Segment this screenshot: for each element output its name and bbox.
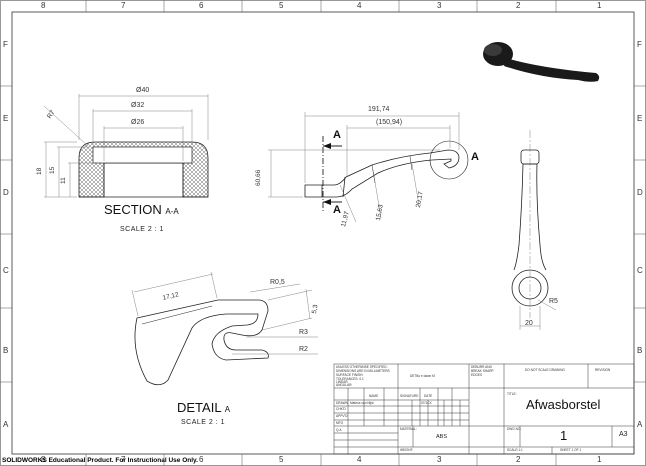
- drawing-title: Afwasborstel: [526, 397, 601, 412]
- side-view: [511, 130, 557, 330]
- tb-note-6: ANGULAR:: [336, 383, 353, 387]
- zone-bottom-1: 1: [597, 455, 602, 464]
- zone-bottom-8: 8: [41, 455, 46, 464]
- zone-right-F: F: [637, 40, 642, 49]
- tb-no-scale: DO NOT SCALE DRAWING: [525, 368, 565, 372]
- zone-top-4: 4: [357, 1, 362, 10]
- tb-row-drawn: DRAWN: [336, 401, 348, 405]
- tb-revision: REVISION: [595, 368, 611, 372]
- dim-diameter-32: Ø32: [131, 102, 145, 109]
- dim-height-11: 11: [60, 177, 67, 184]
- zone-right-B: B: [637, 346, 643, 355]
- detail-callout-letter: A: [471, 151, 479, 163]
- zone-right-A: A: [637, 420, 643, 429]
- tb-dwg-no: 1: [560, 428, 568, 443]
- tb-row-chkd: CHK'D: [336, 407, 346, 411]
- section-view: [43, 94, 209, 198]
- dim-length-191: 191,74: [368, 106, 390, 113]
- section-scale: SCALE 2 : 1: [120, 226, 165, 233]
- dim-height-60: 60,66: [255, 169, 262, 186]
- zone-right-D: D: [637, 188, 643, 197]
- zone-top-5: 5: [279, 1, 284, 10]
- section-title: SECTION A-A: [104, 202, 179, 217]
- zone-bottom-5: 5: [279, 455, 284, 464]
- zone-top-2: 2: [516, 1, 521, 10]
- dim-radius-5: R5: [549, 298, 558, 305]
- zone-bottom-3: 3: [437, 455, 442, 464]
- zone-left-C: C: [3, 266, 9, 275]
- zone-right-C: C: [637, 266, 643, 275]
- tb-finish: DE7Bo e dawn M: [410, 374, 435, 378]
- zone-left-E: E: [3, 114, 9, 123]
- dim-radius-2: R2: [299, 346, 308, 353]
- tb-note-2: DIMENSIONS ARE IN MILLIMETERS: [336, 369, 390, 373]
- tb-row-appvd: APPV'D: [336, 414, 348, 418]
- dim-diameter-26: Ø26: [131, 119, 145, 126]
- tb-sheet-label: SHEET 1 OF 1: [560, 448, 582, 452]
- zone-right-E: E: [637, 114, 643, 123]
- tb-dwg-label: DWG NO.: [507, 427, 522, 431]
- tb-row-qa: Q.A: [336, 428, 342, 432]
- detail-view: [131, 271, 318, 386]
- zone-top-8: 8: [41, 1, 46, 10]
- tb-note-1: UNLESS OTHERWISE SPECIFIED:: [336, 365, 388, 369]
- tb-material-label: MATERIAL:: [400, 427, 417, 431]
- zone-top-3: 3: [437, 1, 442, 10]
- tb-deburr-3: EDGES: [471, 373, 483, 377]
- tb-weight-label: WEIGHT:: [400, 448, 414, 452]
- tb-scale-label: SCALE:1:1: [507, 448, 523, 452]
- tb-drawn-name: Mateus van Nijst: [350, 401, 374, 405]
- zone-bottom-4: 4: [357, 455, 362, 464]
- isometric-view: [483, 42, 600, 82]
- dim-diameter-40: Ø40: [136, 87, 150, 94]
- zone-bottom-6: 6: [199, 455, 204, 464]
- educational-watermark: SOLIDWORKS Educational Product. For Inst…: [2, 457, 198, 464]
- tb-note-5: LINEAR:: [336, 380, 349, 384]
- tb-note-3: SURFACE FINISH:: [336, 373, 364, 377]
- zone-top-6: 6: [199, 1, 204, 10]
- zone-left-D: D: [3, 188, 9, 197]
- zone-top-1: 1: [597, 1, 602, 10]
- dim-length-150: (150,94): [376, 119, 403, 126]
- tb-deburr-1: DEBURR AND: [471, 365, 492, 369]
- zone-left-B: B: [3, 346, 9, 355]
- detail-title: DETAIL A: [177, 400, 231, 415]
- dim-radius-0-5: R0,5: [270, 279, 285, 286]
- section-arrow-bottom: A: [333, 204, 341, 216]
- tb-size: A3: [619, 431, 628, 438]
- tb-drawn-date: 07/1CX: [421, 401, 432, 405]
- front-view: [268, 112, 469, 223]
- tb-col-date: DATE: [424, 394, 433, 398]
- tb-col-signature: SIGNATURE: [400, 394, 419, 398]
- section-arrow-top: A: [333, 129, 341, 141]
- dim-radius-3: R3: [299, 329, 308, 336]
- zone-bottom-2: 2: [516, 455, 521, 464]
- zone-bottom-7: 7: [121, 455, 126, 464]
- dim-height-18: 18: [36, 167, 43, 175]
- tb-title-label: TITLE:: [507, 392, 517, 396]
- inner-border: [11, 11, 635, 455]
- tb-row-mfg: MFG: [336, 421, 344, 425]
- tb-col-name: NAME: [369, 394, 379, 398]
- tb-material: ABS: [436, 434, 448, 440]
- zone-left-F: F: [3, 40, 8, 49]
- zone-top-7: 7: [121, 1, 126, 10]
- zone-left-A: A: [3, 420, 9, 429]
- tb-note-4: TOLERANCES: 0,1: [336, 377, 364, 381]
- detail-scale: SCALE 2 : 1: [181, 419, 226, 426]
- dim-height-15: 15: [49, 166, 56, 174]
- tb-deburr-2: BREAK SHARP: [471, 369, 494, 373]
- title-block-frame: [333, 363, 635, 455]
- dim-width-20: 20: [525, 320, 533, 327]
